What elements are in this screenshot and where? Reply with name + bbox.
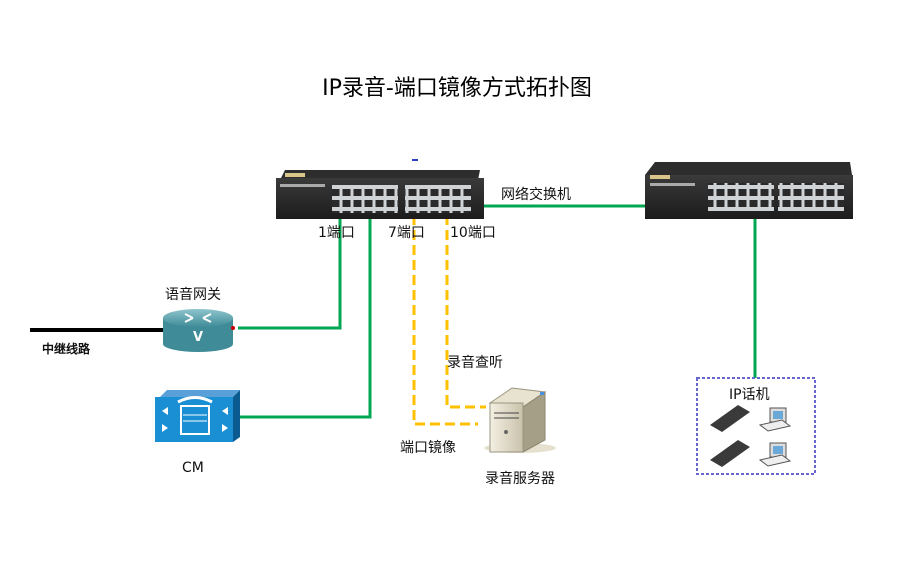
port-7-label: 7端口 (388, 225, 425, 241)
recording-server[interactable] (484, 387, 556, 453)
voice-gateway-label: 语音网关 (165, 287, 221, 303)
recording-listen-label: 录音查听 (447, 355, 503, 371)
link-gateway-port1 (238, 213, 342, 330)
call-manager[interactable] (155, 390, 240, 442)
ip-phone-group[interactable] (696, 377, 816, 475)
port-10-label: 10端口 (450, 225, 496, 241)
switch-link-label: 网络交换机 (501, 187, 571, 203)
port-1-label: 1端口 (318, 225, 355, 241)
ip-phones-label: IP话机 (729, 387, 770, 403)
network-links (238, 204, 757, 419)
diagram-title: IP录音-端口镜像方式拓扑图 (322, 76, 592, 101)
switch-left[interactable] (276, 159, 484, 219)
cm-label: CM (182, 460, 204, 476)
computer-icon (758, 407, 792, 467)
switch-right[interactable] (645, 162, 853, 219)
voice-gateway[interactable]: V (163, 309, 235, 352)
recording-server-label: 录音服务器 (485, 471, 555, 487)
ip-phone-icon (710, 405, 750, 467)
link-port-mirror (412, 215, 478, 426)
trunk-line-label: 中继线路 (42, 342, 91, 356)
link-cm-switch (240, 213, 372, 419)
port-mirror-label: 端口镜像 (400, 440, 456, 456)
mirror-links (412, 215, 486, 426)
svg-text:V: V (193, 330, 203, 345)
link-recording-listen (445, 215, 486, 409)
